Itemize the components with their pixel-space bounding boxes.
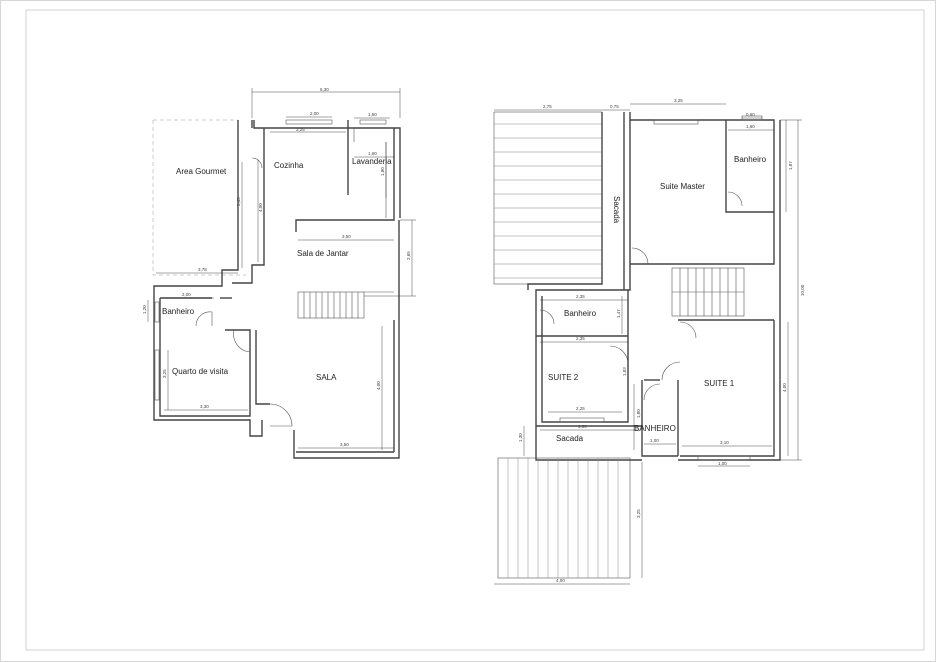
room-lavanderia: Lavanderia — [352, 157, 392, 166]
room-cozinha: Cozinha — [274, 161, 304, 170]
banheiro-door-swing — [195, 311, 213, 327]
upper-stairs — [671, 267, 745, 317]
dim-sacada-width: 3,50 — [578, 424, 587, 429]
dim-lower-deck-width: 4,00 — [556, 578, 565, 583]
banheiro-window — [154, 301, 160, 323]
dim-overall-top: 5,30 — [320, 87, 329, 92]
dim-lavanderia-side: 1,80 — [380, 167, 385, 176]
dim-cozinha-window: 2,00 — [310, 111, 319, 116]
upper-floor-plan: 2,75 0,75 3,25 0,60 1,60 1,87 10,00 2,35… — [493, 98, 805, 585]
dim-banheiro-width: 1,60 — [746, 124, 755, 129]
dim-overall-side: 10,00 — [800, 284, 805, 296]
upper-dimension-lines — [494, 103, 802, 585]
room-sala-de-jantar: Sala de Jantar — [297, 249, 349, 258]
room-sacada: Sacada — [556, 434, 584, 443]
suite-master-window — [653, 119, 699, 125]
hall-door-swing — [679, 321, 697, 339]
dim-lavanderia-top: 1,50 — [368, 112, 377, 117]
dim-suite2-inner: 2,25 — [576, 406, 585, 411]
ground-wall-top — [253, 120, 401, 218]
dim-banheiro3-side: 1,80 — [636, 409, 641, 418]
dim-stair-gap: 0,75 — [610, 104, 619, 109]
banheiro-master-door-swing — [727, 191, 743, 207]
cozinha-window — [285, 119, 333, 125]
dim-banheiro-side: 1,87 — [788, 161, 793, 170]
room-sala: SALA — [316, 373, 337, 382]
suite1-window — [697, 455, 751, 461]
dim-jantar-side: 2,65 — [406, 251, 411, 260]
dim-banh2-side: 1,47 — [616, 309, 621, 318]
quarto-door-swing — [233, 329, 251, 353]
room-area-gourmet: Area Gourmet — [176, 167, 227, 176]
room-sacada-vertical: Sacada — [612, 196, 621, 224]
dim-jantar-width: 3,50 — [342, 234, 351, 239]
ground-dimension-lines — [147, 88, 416, 450]
dim-cozinha-width: 3,25 — [296, 127, 305, 132]
ground-wall-left-upper — [153, 120, 239, 300]
dim-sala-side: 4,00 — [376, 381, 381, 390]
dim-banheiro-width: 2,00 — [182, 292, 191, 297]
dim-lavanderia-inner: 1,60 — [368, 151, 377, 156]
suite2-window — [559, 417, 605, 423]
dim-quarto-side: 3,25 — [162, 369, 167, 378]
room-quarto-de-visita: Quarto de visita — [172, 367, 229, 376]
dim-sacada-side: 1,30 — [518, 433, 523, 442]
suite-master-door-swing — [631, 247, 649, 265]
room-banheiro-suite2: Banheiro — [564, 309, 597, 318]
upper-dimension-labels: 2,75 0,75 3,25 0,60 1,60 1,87 10,00 2,35… — [518, 98, 805, 583]
lower-deck-hatch — [497, 457, 631, 579]
banheiro-suite2-door-swing — [539, 309, 555, 325]
room-suite-master: Suite Master — [660, 182, 705, 191]
room-banheiro-caps: BANHEIRO — [634, 424, 676, 433]
lavanderia-window — [359, 119, 387, 125]
dim-suite1-width: 3,10 — [720, 440, 729, 445]
ground-floor-plan: 5,30 2,00 3,25 1,50 1,60 1,80 3,45 4,00 … — [142, 87, 416, 459]
sala-door-swing — [269, 403, 293, 427]
dim-banh2-width: 2,35 — [576, 294, 585, 299]
ground-stairs — [297, 291, 394, 319]
banheiro3-door-swing — [643, 383, 661, 401]
dim-gourmet-width: 3,78 — [198, 267, 207, 272]
cozinha-door-swing — [251, 157, 263, 169]
dim-gourmet-side: 3,45 — [236, 197, 241, 206]
room-banheiro: Banheiro — [162, 307, 195, 316]
dim-banheiro-side: 1,20 — [142, 305, 147, 314]
upper-wall-sacada-left — [527, 112, 603, 290]
dim-deck-width: 2,75 — [543, 104, 552, 109]
dim-lower-deck-side: 3,25 — [636, 509, 641, 518]
room-suite-2: SUITE 2 — [548, 373, 579, 382]
dim-master-window: 0,60 — [746, 112, 755, 117]
room-suite-1: SUITE 1 — [704, 379, 735, 388]
dim-suite2-width: 2,35 — [576, 336, 585, 341]
dim-suite1-window: 1,00 — [718, 461, 727, 466]
dim-banheiro3-width: 1,00 — [650, 438, 659, 443]
dim-cozinha-side: 4,00 — [258, 203, 263, 212]
suite1-door-swing — [661, 361, 681, 381]
suite2-door-swing — [609, 345, 629, 365]
ground-dimension-labels: 5,30 2,00 3,25 1,50 1,60 1,80 3,45 4,00 … — [142, 87, 411, 447]
dim-suite2-side: 1,83 — [622, 367, 627, 376]
sheet-inner-border — [25, 9, 925, 651]
dim-quarto-width: 3,30 — [200, 404, 209, 409]
quarto-window — [154, 349, 160, 401]
area-gourmet-outline — [152, 120, 246, 276]
upper-wall-master — [629, 112, 775, 265]
dim-suite1-side: 4,00 — [782, 383, 787, 392]
dim-sala-width: 3,50 — [340, 442, 349, 447]
room-banheiro-master: Banheiro — [734, 155, 767, 164]
dim-master-width: 3,25 — [674, 98, 683, 103]
